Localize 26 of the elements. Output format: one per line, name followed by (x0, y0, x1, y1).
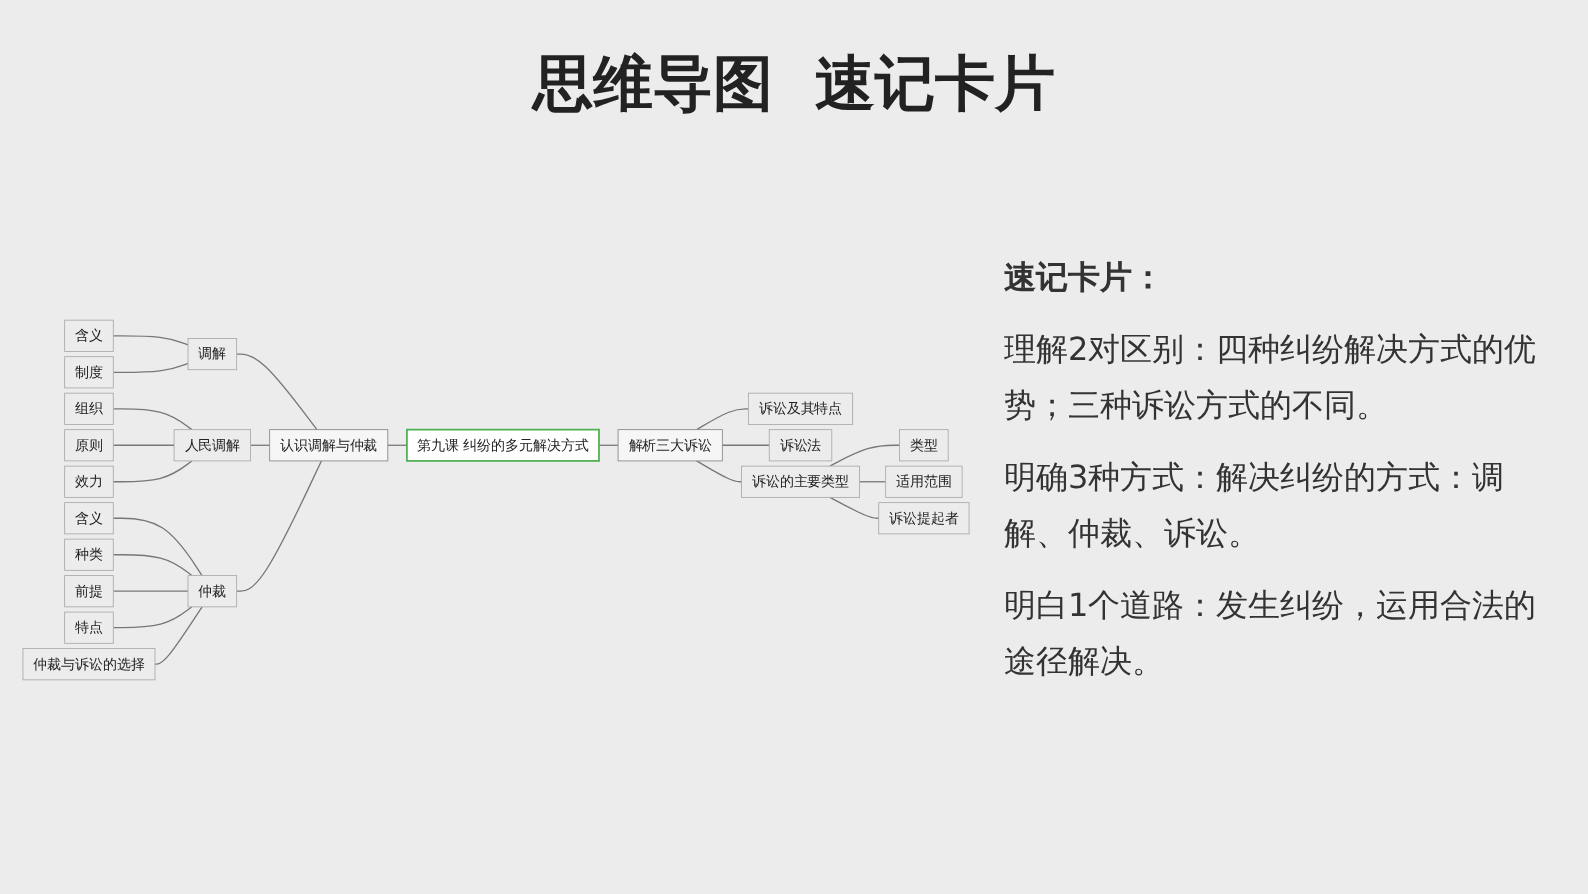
connector (112, 517, 203, 577)
connector (112, 444, 175, 446)
connector (829, 496, 880, 519)
connector (112, 606, 193, 629)
card-note: 明确3种方式：解决纠纷的方式：调解、仲裁、诉讼。 (1004, 456, 1507, 556)
connector (829, 444, 901, 467)
connector (858, 481, 887, 483)
connector (696, 460, 743, 483)
connector (236, 460, 323, 592)
card-note: 明白1个道路：发生纠纷，运用合法的途径解决。 (1004, 584, 1539, 684)
connector (112, 460, 193, 483)
connector (112, 408, 193, 431)
connector (387, 444, 408, 446)
connector (112, 362, 189, 373)
connector (112, 590, 189, 592)
connector (249, 444, 271, 446)
connector (598, 444, 619, 446)
connector (154, 606, 203, 665)
title: 思维导图 速记卡片 (529, 48, 1057, 124)
connector (112, 335, 189, 346)
connector (236, 353, 318, 431)
connector (696, 408, 750, 431)
card-heading: 速记卡片： (1004, 256, 1166, 300)
connector (721, 444, 770, 446)
connector (112, 554, 193, 577)
card-note: 理解2对区别：四种纠纷解决方式的优势；三种诉讼方式的不同。 (1004, 328, 1539, 428)
